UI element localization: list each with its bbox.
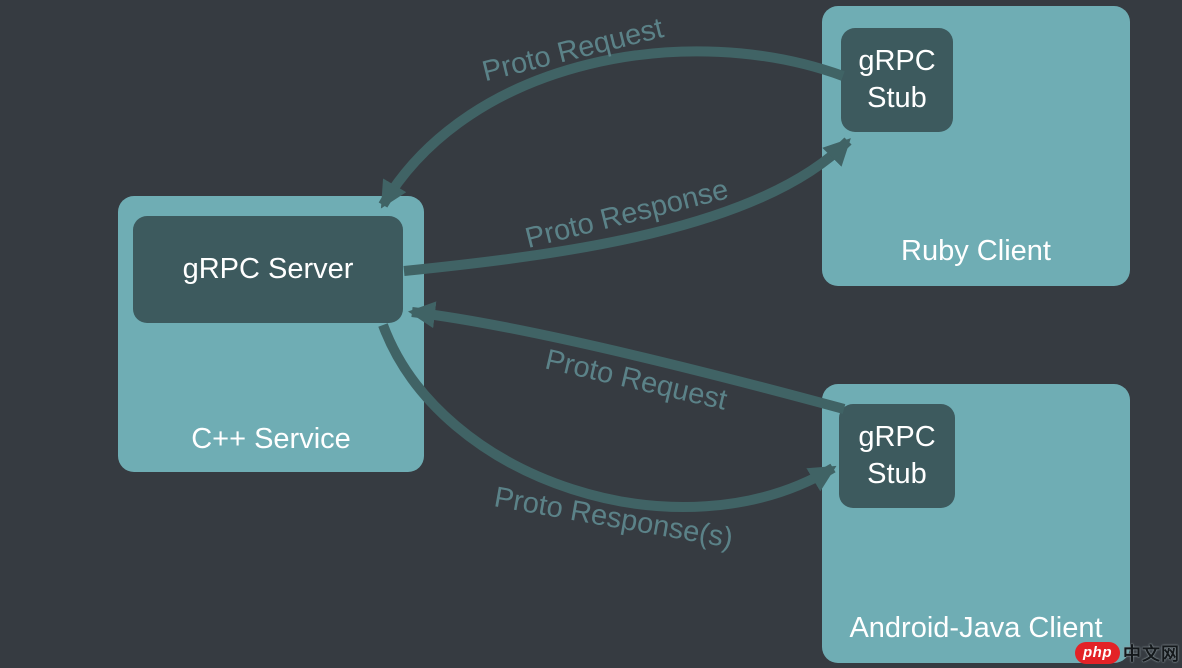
node-grpc-server: gRPC Server xyxy=(133,216,403,323)
edge-label-proto-request-bottom: Proto Request xyxy=(542,344,730,417)
edge-proto-request-android-to-server xyxy=(407,301,846,414)
edge-proto-response-server-to-ruby xyxy=(403,137,852,276)
cpp-service-label: C++ Service xyxy=(191,423,351,455)
ruby-client-label: Ruby Client xyxy=(901,235,1051,267)
watermark-text: 中文网 xyxy=(1123,644,1180,664)
android-stub-label-line2: Stub xyxy=(867,458,927,490)
android-java-client-label: Android-Java Client xyxy=(849,612,1103,644)
edge-label-proto-response: Proto Response xyxy=(522,174,732,255)
node-cpp-service: gRPC Server C++ Service xyxy=(118,196,424,472)
edge-proto-request-ruby-to-server xyxy=(378,46,845,209)
edge-proto-response-server-to-android xyxy=(378,323,837,512)
watermark: php 中文网 xyxy=(1075,640,1180,666)
edge-label-proto-request-top: Proto Request xyxy=(479,12,667,88)
edge-label-proto-responses: Proto Response(s) xyxy=(492,481,736,554)
ruby-stub-label-line2: Stub xyxy=(867,82,927,114)
node-android-grpc-stub: gRPC Stub xyxy=(839,404,955,508)
node-ruby-client: gRPC Stub Ruby Client xyxy=(822,6,1130,286)
android-stub-label-line1: gRPC xyxy=(858,421,936,453)
php-logo-badge: php xyxy=(1075,642,1120,664)
node-android-java-client: gRPC Stub Android-Java Client xyxy=(822,384,1130,663)
ruby-stub-label-line1: gRPC xyxy=(858,45,936,77)
grpc-server-label: gRPC Server xyxy=(182,253,354,285)
node-ruby-grpc-stub: gRPC Stub xyxy=(841,28,953,132)
